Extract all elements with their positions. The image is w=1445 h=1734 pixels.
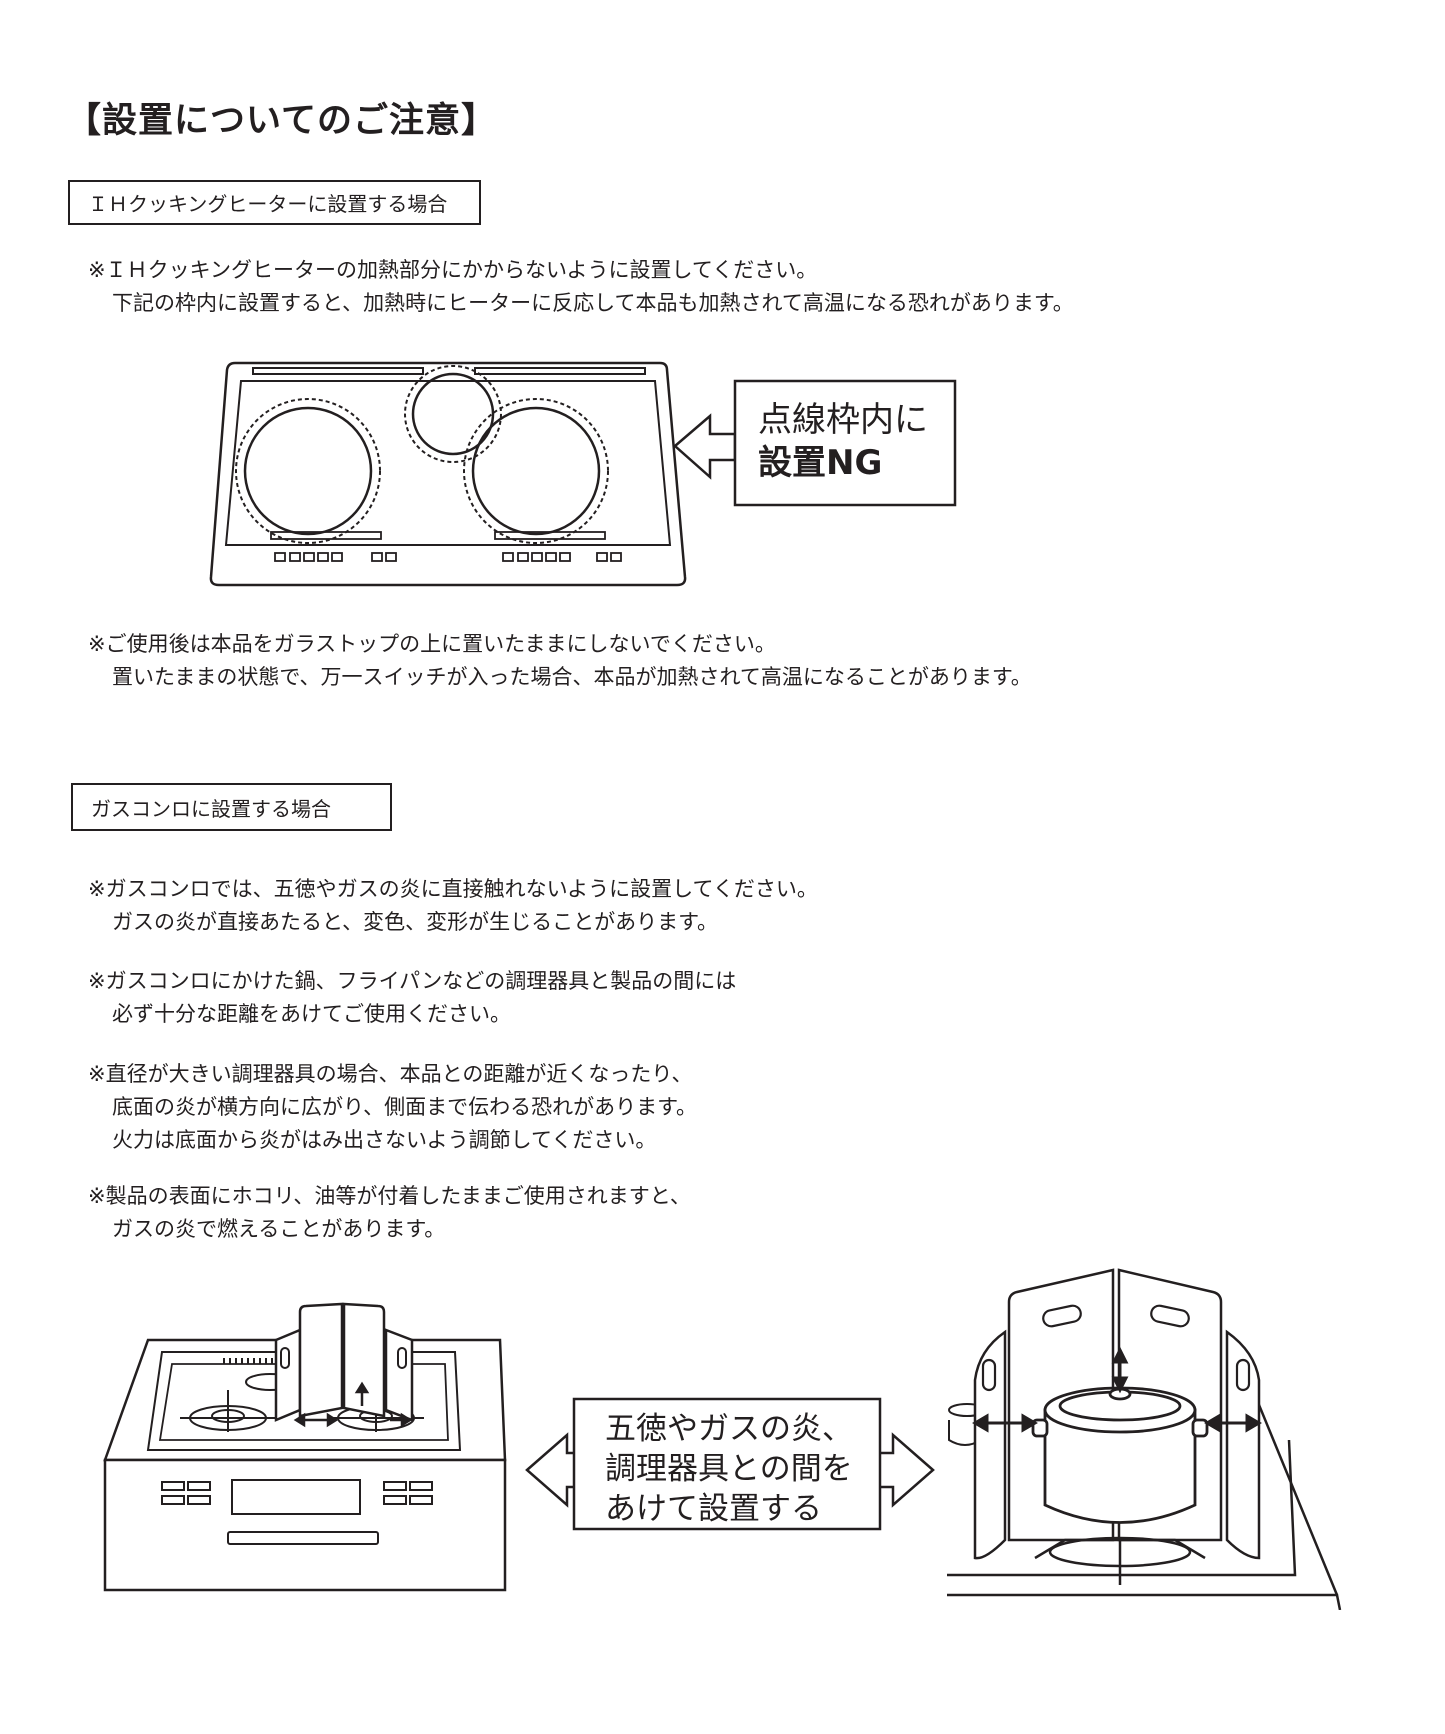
gas-note-3: ※直径が大きい調理器具の場合、本品との距離が近くなったり、 底面の炎が横方向に広…: [88, 1058, 697, 1157]
ih-burner-left: [235, 398, 381, 544]
ih-note-2: ※ご使用後は本品をガラストップの上に置いたままにしないでください。 置いたままの…: [88, 628, 1032, 694]
ih-burner-center: [404, 365, 502, 463]
gas-note-3-line-3: 火力は底面から炎がはみ出さないよう調節してください。: [112, 1128, 657, 1152]
ih-burner-right: [463, 398, 609, 544]
gas-callout-line-1: 五徳やガスの炎、: [605, 1411, 853, 1447]
gas-note-2-line-1: ※ガスコンロにかけた鍋、フライパンなどの調理器具と製品の間には: [88, 969, 737, 993]
gas-callout-box: [572, 1397, 882, 1531]
pot-icon: [1031, 1386, 1209, 1524]
gas-note-1: ※ガスコンロでは、五徳やガスの炎に直接触れないように設置してください。 ガスの炎…: [88, 873, 818, 939]
gas-stove-illustration: [103, 1302, 507, 1592]
gas-note-1-line-2: ガスの炎が直接あたると、変色、変形が生じることがあります。: [112, 910, 719, 934]
gas-section-heading: ガスコンロに設置する場合: [71, 783, 392, 831]
ih-callout-box: [733, 379, 957, 507]
ih-section-heading: ＩＨクッキングヒーターに設置する場合: [68, 180, 481, 225]
gas-note-4-line-1: ※製品の表面にホコリ、油等が付着したままご使用されますと、: [88, 1184, 691, 1208]
ih-callout-line-1: 点線枠内に: [758, 400, 928, 440]
ih-cooktop-illustration: 点線枠内に 設置NG: [209, 361, 957, 587]
gas-callout-line-3: あけて設置する: [605, 1491, 822, 1527]
ih-note-1: ※ＩＨクッキングヒーターの加熱部分にかからないように設置してください。 下記の枠…: [88, 254, 1074, 320]
ih-note-1-line-2: 下記の枠内に設置すると、加熱時にヒーターに反応して本品も加熱されて高温になる恐れ…: [112, 291, 1074, 315]
ih-note-1-line-1: ※ＩＨクッキングヒーターの加熱部分にかからないように設置してください。: [88, 258, 818, 282]
gas-callout: 五徳やガスの炎、 調理器具との間を あけて設置する: [525, 1397, 935, 1531]
page-title: 【設置についてのご注意】: [66, 101, 497, 141]
gas-callout-line-2: 調理器具との間を: [605, 1451, 853, 1487]
gas-note-3-line-1: ※直径が大きい調理器具の場合、本品との距離が近くなったり、: [88, 1062, 693, 1086]
gas-note-1-line-1: ※ガスコンロでは、五徳やガスの炎に直接触れないように設置してください。: [88, 877, 818, 901]
pot-with-guard-illustration: [947, 1268, 1342, 1610]
ih-control-panel: [270, 531, 622, 562]
ih-note-2-line-1: ※ご使用後は本品をガラストップの上に置いたままにしないでください。: [88, 632, 776, 656]
right-arrow-icon: [871, 1432, 935, 1508]
left-arrow-icon: [673, 413, 737, 480]
gas-note-3-line-2: 底面の炎が横方向に広がり、側面まで伝わる恐れがあります。: [112, 1095, 698, 1119]
gas-note-4-line-2: ガスの炎で燃えることがあります。: [112, 1217, 446, 1241]
ih-callout-line-2: 設置NG: [758, 443, 882, 483]
gas-note-2-line-2: 必ず十分な距離をあけてご使用ください。: [112, 1002, 511, 1026]
gas-note-2: ※ガスコンロにかけた鍋、フライパンなどの調理器具と製品の間には 必ず十分な距離を…: [88, 965, 736, 1031]
gas-note-4: ※製品の表面にホコリ、油等が付着したままご使用されますと、 ガスの炎で燃えること…: [88, 1180, 691, 1246]
ih-note-2-line-2: 置いたままの状態で、万一スイッチが入った場合、本品が加熱されて高温になることがあ…: [112, 665, 1032, 689]
